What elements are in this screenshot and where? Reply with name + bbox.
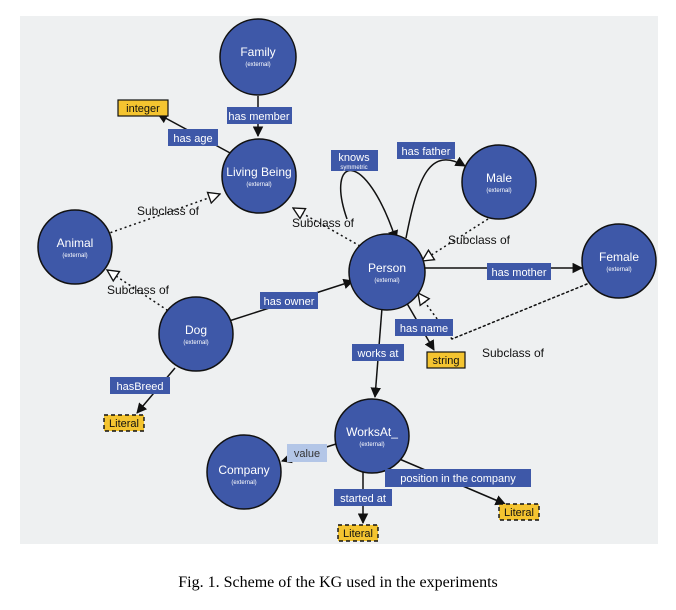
- label-has-member-text: has member: [228, 111, 289, 123]
- literal-started-at[interactable]: Literal: [337, 524, 379, 542]
- label-started-at[interactable]: started at: [334, 489, 392, 506]
- label-started-at-text: started at: [340, 493, 386, 505]
- label-position-in-company[interactable]: position in the company: [385, 469, 531, 487]
- node-dog-label: Dog: [185, 323, 207, 337]
- kg-svg: Family (external) Living Being (external…: [20, 16, 658, 544]
- label-position-in-company-text: position in the company: [400, 473, 516, 485]
- edge-has-father: [405, 156, 466, 239]
- label-value-text: value: [294, 448, 320, 460]
- node-dog-sublabel: (external): [183, 340, 208, 346]
- node-living-being-label: Living Being: [226, 165, 291, 179]
- node-female[interactable]: Female (external): [581, 223, 657, 299]
- label-knows[interactable]: knows symmetric: [331, 150, 378, 171]
- node-female-sublabel: (external): [606, 267, 631, 273]
- label-has-owner-text: has owner: [264, 296, 315, 308]
- label-has-member[interactable]: has member: [227, 107, 292, 124]
- node-company[interactable]: Company (external): [206, 434, 282, 510]
- label-has-name-text: has name: [400, 323, 448, 335]
- label-has-owner[interactable]: has owner: [260, 292, 318, 309]
- label-knows-text: knows: [338, 152, 370, 164]
- node-male-label: Male: [486, 171, 512, 185]
- subclass-edge-animal: [100, 194, 220, 237]
- node-company-label: Company: [218, 463, 269, 477]
- subclass-label-person: Subclass of: [292, 216, 355, 230]
- subclass-label-dog: Subclass of: [107, 283, 170, 297]
- node-living-being-sublabel: (external): [246, 182, 271, 188]
- literal-integer[interactable]: integer: [117, 99, 169, 117]
- literal-integer-label: integer: [126, 103, 160, 115]
- node-male[interactable]: Male (external): [461, 144, 537, 220]
- label-hasbreed[interactable]: hasBreed: [110, 377, 170, 394]
- label-has-mother-text: has mother: [491, 267, 546, 279]
- label-value[interactable]: value: [287, 444, 327, 462]
- subclass-label-animal: Subclass of: [137, 204, 200, 218]
- label-has-father[interactable]: has father: [397, 142, 455, 159]
- subclass-label-female: Subclass of: [482, 346, 545, 360]
- literal-string-label: string: [433, 355, 460, 367]
- label-has-age[interactable]: has age: [168, 129, 218, 146]
- literal-dog-breed-label: Literal: [109, 418, 139, 430]
- node-family-label: Family: [240, 45, 275, 59]
- diagram-background: [20, 16, 658, 544]
- node-company-sublabel: (external): [231, 480, 256, 486]
- node-animal[interactable]: Animal (external): [37, 209, 113, 285]
- node-female-label: Female: [599, 250, 639, 264]
- label-has-name[interactable]: has name: [395, 319, 453, 336]
- node-dog[interactable]: Dog (external): [158, 296, 234, 372]
- subclass-edge-female: [451, 283, 588, 340]
- label-works-at[interactable]: works at: [352, 344, 404, 361]
- node-family-sublabel: (external): [245, 62, 270, 68]
- node-male-sublabel: (external): [486, 188, 511, 194]
- label-has-mother[interactable]: has mother: [487, 263, 551, 280]
- label-hasbreed-text: hasBreed: [116, 381, 163, 393]
- literal-string[interactable]: string: [426, 351, 466, 369]
- literal-started-at-label: Literal: [343, 528, 373, 540]
- node-person-label: Person: [368, 261, 406, 275]
- node-person[interactable]: Person (external): [348, 233, 426, 311]
- node-person-sublabel: (external): [374, 278, 399, 284]
- label-knows-sublabel: symmetric: [340, 165, 367, 171]
- label-has-age-text: has age: [173, 133, 212, 145]
- literal-position-label: Literal: [504, 507, 534, 519]
- label-has-father-text: has father: [402, 146, 451, 158]
- node-worksat-sublabel: (external): [359, 442, 384, 448]
- kg-diagram: Family (external) Living Being (external…: [20, 16, 658, 544]
- node-animal-sublabel: (external): [62, 253, 87, 259]
- node-worksat[interactable]: WorksAt_ (external): [334, 398, 410, 474]
- literal-position[interactable]: Literal: [498, 503, 540, 521]
- subclass-edge-dog: [107, 270, 177, 317]
- subclass-edge-male: [422, 218, 489, 261]
- node-worksat-label: WorksAt_: [346, 425, 398, 439]
- node-living-being[interactable]: Living Being (external): [221, 138, 297, 214]
- node-animal-label: Animal: [57, 236, 94, 250]
- literal-dog-breed[interactable]: Literal: [103, 414, 145, 432]
- label-works-at-text: works at: [357, 348, 399, 360]
- node-family[interactable]: Family (external): [219, 18, 297, 96]
- subclass-label-male: Subclass of: [448, 233, 511, 247]
- figure-caption: Fig. 1. Scheme of the KG used in the exp…: [178, 574, 498, 591]
